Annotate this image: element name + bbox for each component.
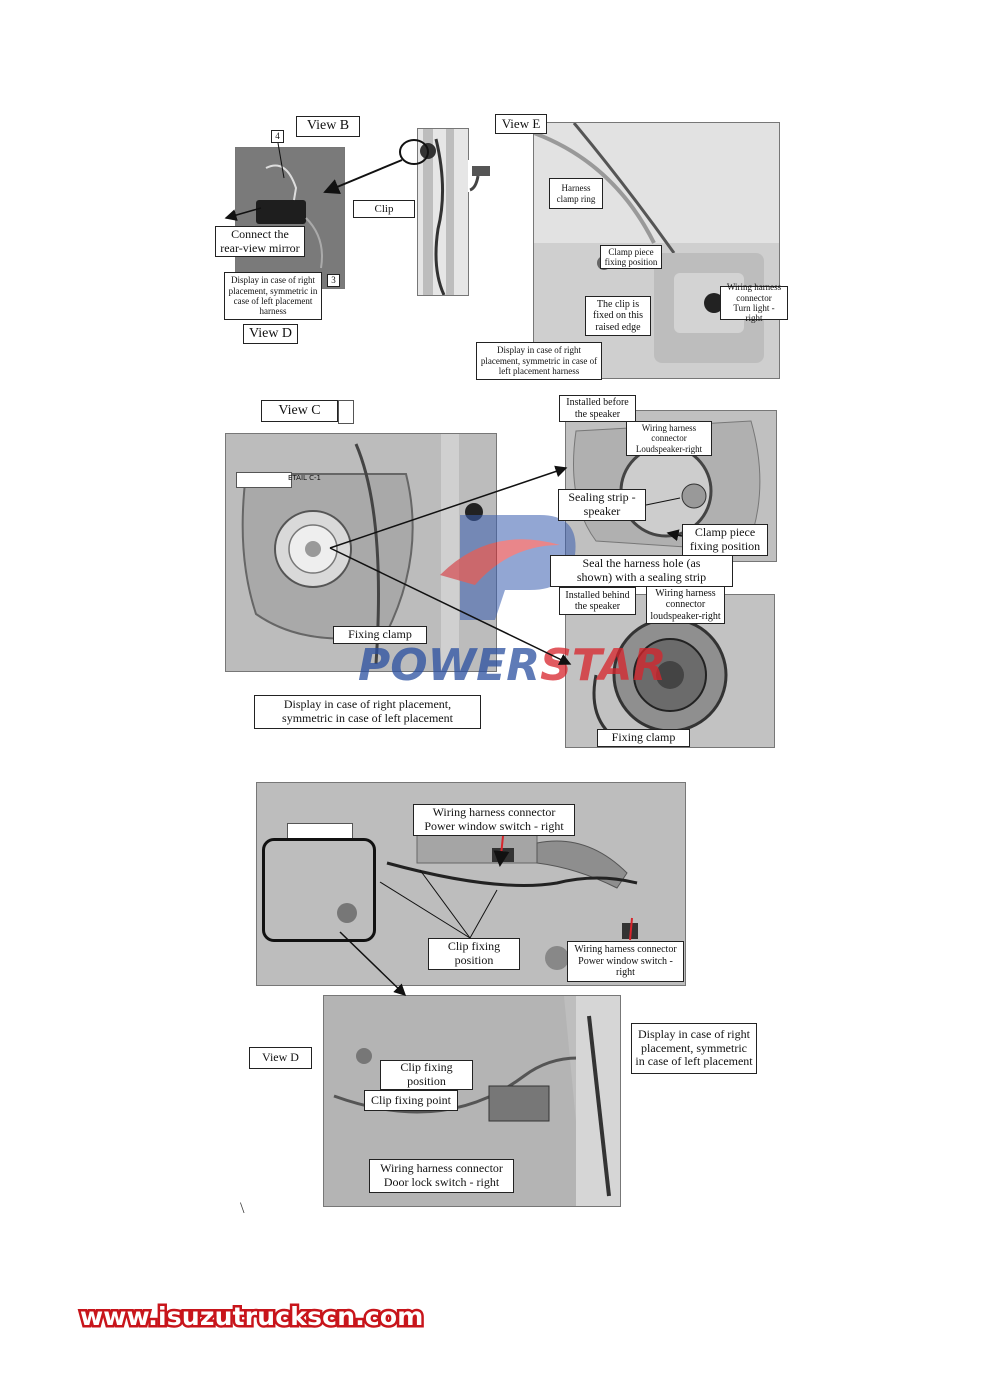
- clip-label: Clip: [353, 200, 415, 218]
- harness-connector-photo: [468, 160, 496, 192]
- fixing-clamp-left-label: Fixing clamp: [333, 626, 427, 644]
- watermark-brand-b: STAR: [540, 640, 667, 691]
- view-b-photo: [235, 147, 345, 289]
- wiring-loudspeaker-right-2-label: Wiring harness connector loudspeaker-rig…: [646, 586, 725, 624]
- callout-4: 4: [271, 130, 284, 143]
- clip-strip-photo: [417, 128, 469, 296]
- view-b-label: View B: [296, 116, 360, 137]
- clamp-piece-fixing-label: Clamp piece fixing position: [600, 245, 662, 269]
- clip-fixing-position-2-label: Clip fixing position: [380, 1060, 473, 1090]
- wiring-door-lock-label: Wiring harness connector Door lock switc…: [369, 1159, 514, 1193]
- footer-url[interactable]: www.isuzutruckscn.com: [78, 1300, 426, 1334]
- stray-mark: \: [240, 1200, 245, 1217]
- display-right-harness-label: Display in case of right placement, symm…: [224, 272, 322, 320]
- detail-circle-outline: [262, 838, 376, 942]
- connect-mirror-label: Connect the rear-view mirror: [215, 226, 305, 257]
- display-right-d-label: Display in case of right placement, symm…: [631, 1023, 757, 1074]
- view-d-label-bottom: View D: [249, 1047, 312, 1069]
- detail-tag-box: [236, 472, 292, 488]
- display-right-c-label: Display in case of right placement, symm…: [254, 695, 481, 729]
- wiring-power-window-bottom-label: Wiring harness connector Power window sw…: [567, 941, 684, 982]
- view-c-tab: [338, 400, 354, 424]
- wiring-power-window-top-label: Wiring harness connector Power window sw…: [413, 804, 575, 836]
- clip-fixing-point-label: Clip fixing point: [364, 1090, 458, 1111]
- view-e-label: View E: [495, 114, 547, 134]
- wiring-turn-light-label: Wiring harness connector Turn light - ri…: [720, 282, 788, 323]
- clamp-piece-fixing-c-label: Clamp piece fixing position: [682, 524, 768, 556]
- view-d-label-top: View D: [243, 324, 298, 344]
- watermark-text: POWERSTAR: [358, 640, 666, 691]
- callout-3: 3: [327, 274, 340, 287]
- harness-clamp-ring-label: Harness clamp ring: [549, 178, 603, 209]
- clip-raised-edge-label: The clip is fixed on this raised edge: [585, 296, 651, 336]
- sealing-strip-label: Sealing strip - speaker: [558, 489, 646, 521]
- fixing-clamp-right-label: Fixing clamp: [597, 729, 690, 747]
- installed-behind-label: Installed behind the speaker: [559, 587, 636, 615]
- clip-fixing-position-label: Clip fixing position: [428, 938, 520, 970]
- wiring-loudspeaker-right-label: Wiring harness connector Loudspeaker-rig…: [626, 421, 712, 456]
- view-c-label: View C: [261, 400, 338, 422]
- watermark-brand-a: POWER: [358, 640, 541, 691]
- seal-harness-hole-label: Seal the harness hole (as shown) with a …: [550, 555, 733, 587]
- installed-before-label: Installed before the speaker: [559, 395, 636, 422]
- display-right-harness-e-label: Display in case of right placement, symm…: [476, 342, 602, 380]
- detail-tag-text: ETAIL C-1: [288, 474, 322, 482]
